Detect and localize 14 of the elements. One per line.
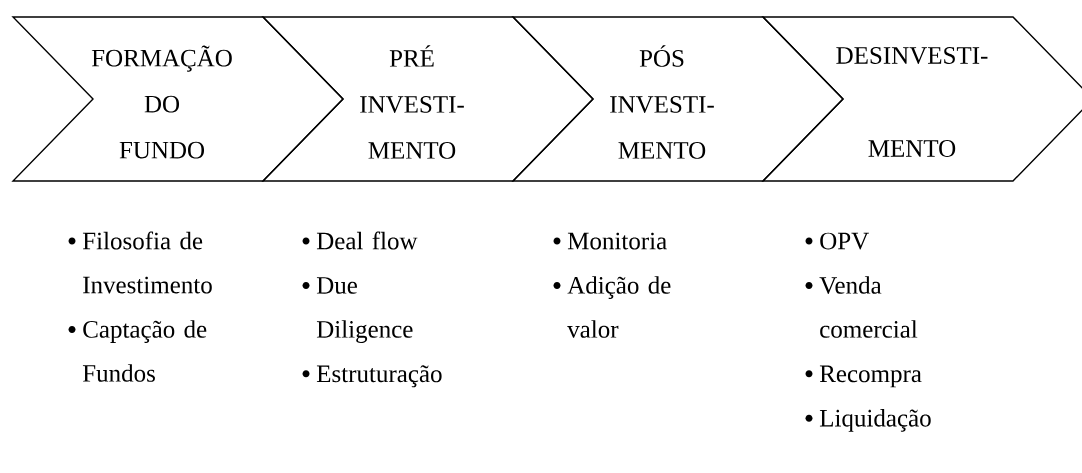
list-item: OPV bbox=[805, 232, 869, 250]
list-item: Venda comercial bbox=[805, 276, 918, 338]
list-item: Captação de Fundos bbox=[68, 320, 207, 382]
list-item: Estruturação bbox=[302, 365, 442, 388]
list-item: Deal flow bbox=[302, 231, 418, 250]
list-item: Recompra bbox=[805, 365, 922, 388]
list-item: Adição de valor bbox=[553, 276, 671, 338]
list-item: Monitoria bbox=[553, 232, 667, 250]
list-item: Filosofia de Investimento bbox=[68, 231, 212, 294]
chevron-box: FORMAÇÃO DO FUNDO bbox=[11, 16, 344, 182]
list-item: Liquidação bbox=[805, 409, 931, 432]
chevron-box: PRÉ INVESTI- MENTO bbox=[261, 16, 594, 182]
list-item: Due Diligence bbox=[302, 277, 413, 343]
chevron-box: DESINVESTI- MENTO bbox=[761, 16, 1082, 182]
